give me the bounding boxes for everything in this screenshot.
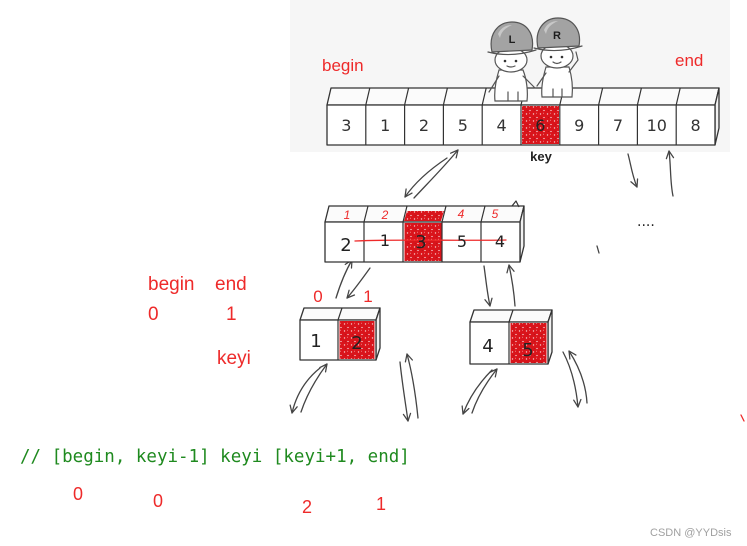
return-up-arrow: [413, 149, 459, 199]
recurse-down-arrow: [627, 153, 639, 188]
bottom-value: 1: [376, 494, 386, 514]
level3-right-cell: 4: [482, 336, 493, 357]
top-array: 3 1 2 5 4 6 9 7 10 8: [326, 87, 720, 146]
right-helmet-letter: R: [553, 30, 561, 42]
recurse-down-arrow: [289, 367, 321, 414]
recurse-down-arrow: [399, 361, 412, 422]
level2-array-cell: 4: [495, 232, 505, 251]
top-array-values: 3 1 2 5 4 6 9 7 10 8: [341, 116, 700, 135]
return-up-arrow: [471, 368, 498, 414]
level2-index-mark: 4: [458, 207, 465, 221]
notes-end-value: 1: [226, 304, 237, 325]
return-up-arrow: [568, 350, 588, 404]
bottom-value: 0: [73, 484, 83, 504]
level2-index-marks: 1 2 4 5: [344, 207, 499, 222]
level3-right-key-cell: 5: [522, 340, 533, 361]
notes-keyi-label: keyi: [217, 348, 251, 369]
recurse-down-arrow: [404, 157, 448, 198]
level2-array-key-cell: 3: [415, 232, 426, 253]
pen-mark: [740, 414, 745, 422]
recurse-down-arrow: [461, 369, 493, 415]
top-array-cell: 2: [419, 116, 429, 135]
top-array-cell: 3: [341, 116, 351, 135]
top-array-cell: 7: [613, 116, 623, 135]
notes-end-label: end: [215, 274, 247, 295]
notes-begin-value: 0: [148, 304, 159, 325]
level3-index-begin: 0: [313, 287, 322, 306]
recurse-down-arrow: [346, 267, 371, 299]
bottom-value: 2: [302, 497, 312, 517]
level3-right-divider: [508, 309, 514, 364]
level2-array-key-highlight: [404, 223, 442, 261]
level3-index-end: 1: [363, 287, 372, 306]
level3-right-key-highlight: [510, 323, 547, 363]
recurse-down-arrow: [483, 265, 493, 307]
top-array-key-highlight: [522, 106, 559, 144]
top-array-cell: 8: [691, 116, 701, 135]
return-up-arrow: [506, 264, 516, 307]
left-helmet-letter: L: [509, 34, 516, 46]
level2-array-cell: 2: [340, 235, 351, 256]
level2-index-mark: 5: [492, 207, 499, 221]
top-array-cell: 4: [497, 116, 507, 135]
level2-index-mark: 1: [344, 208, 351, 222]
right-pointer-character: R: [533, 17, 583, 98]
level2-array-cell: 5: [457, 232, 467, 251]
return-up-arrow: [404, 353, 419, 419]
level2-index-mark: 2: [381, 208, 389, 222]
top-array-cell: 1: [380, 116, 390, 135]
top-array-cell: 9: [574, 116, 584, 135]
pen-tick: [596, 245, 600, 254]
watermark: CSDN @YYDsis: [650, 527, 732, 539]
level2-array-values: 2 1 3 5 4: [340, 231, 505, 256]
level2-array-cell: 1: [380, 231, 390, 250]
top-end-label: end: [675, 51, 703, 70]
bottom-value: 0: [153, 491, 163, 511]
level2-array-dividers: [363, 200, 520, 262]
level3-left-key-highlight: [339, 321, 375, 359]
level2-array-key-highlight-top: [404, 211, 444, 221]
range-comment: // [begin, keyi-1] keyi [keyi+1, end]: [20, 447, 410, 467]
top-array-cell: 5: [458, 116, 468, 135]
level2-strike-line: [354, 239, 507, 242]
key-label: key: [530, 149, 552, 164]
recurse-down-arrow: [562, 351, 582, 408]
level3-left-values: 1 2: [310, 331, 362, 354]
return-up-arrow: [665, 150, 675, 197]
recursion-arrows: [289, 149, 745, 422]
level3-left-cell: 1: [310, 331, 321, 352]
return-up-arrow: [335, 259, 353, 299]
level3-right-values: 4 5: [482, 336, 533, 361]
bottom-values: 0 0 2 1: [73, 484, 386, 517]
level3-right-array: 4 5: [469, 309, 553, 365]
top-array-dividers: [365, 87, 681, 145]
top-begin-label: begin: [322, 56, 364, 75]
ellipsis-label: ....: [637, 214, 655, 230]
notes-begin-label: begin: [148, 274, 195, 295]
level3-left-divider: [337, 307, 343, 360]
top-array-cell: 10: [647, 116, 667, 135]
level3-left-array: 1 2: [299, 307, 381, 361]
top-array-key-cell: 6: [535, 116, 545, 135]
range-notes: begin end 0 1 keyi: [148, 274, 251, 369]
left-pointer-character: L: [487, 21, 537, 102]
level2-array: 1 2 4 5 2 1 3 5 4: [324, 200, 525, 263]
return-up-arrow: [300, 363, 328, 413]
level3-left-key-cell: 2: [351, 333, 362, 354]
